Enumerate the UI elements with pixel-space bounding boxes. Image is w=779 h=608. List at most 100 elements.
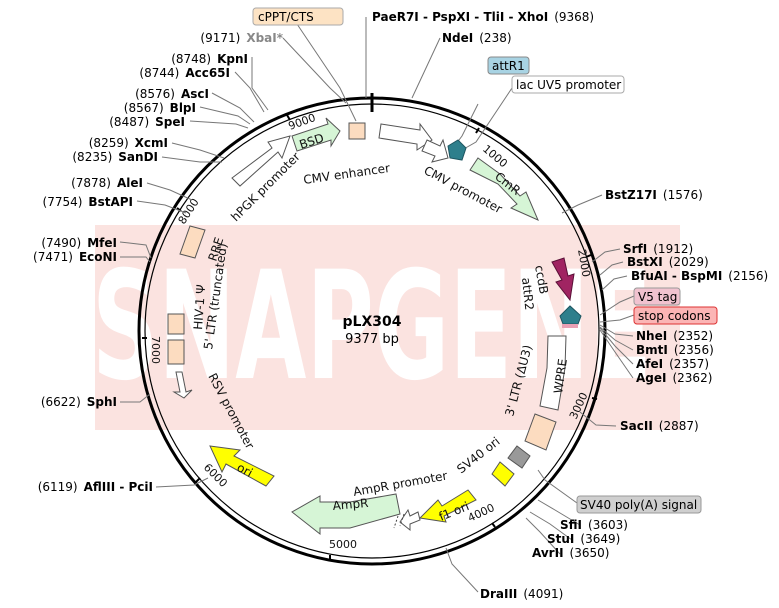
site-avrii-name: AvrII (532, 546, 564, 560)
site-sphi-pos: (6622) (41, 395, 81, 409)
site-bstxi-name: BstXI (627, 255, 663, 269)
site-bstapi-pos: (7754) (43, 195, 83, 209)
site-asci-pos: (8576) (135, 87, 175, 101)
tick-4000: 4000 (466, 501, 497, 525)
site-asci: (8576) AscI (135, 87, 209, 101)
cmv-promoter-arrow (421, 138, 449, 163)
site-spei-pos: (8487) (109, 115, 149, 129)
site-paer7i: PaeR7I - PspXI - TliI - XhoI(9368) (372, 10, 594, 24)
site-acc65i-pos: (8744) (139, 66, 179, 80)
site-kpni-pos: (8748) (171, 52, 211, 66)
bsd-arrow (291, 117, 341, 152)
plasmid-name: pLX304 (343, 314, 402, 330)
site-sacii-name: SacII (620, 419, 653, 433)
hpgk-arrow (231, 135, 291, 187)
site-bstxi-pos: (2029) (669, 255, 709, 269)
plasmid-length: 9377 bp (345, 332, 399, 347)
site-afliii-name: AflIII - PciI (84, 480, 153, 494)
site-draiii: DraIII (4091) (480, 587, 563, 601)
site-agei: AgeI (2362) (636, 371, 712, 385)
site-paer7i-name: PaeR7I - PspXI - TliI - XhoI (372, 10, 548, 24)
cppt-box (252, 7, 344, 26)
attr1-box-label: attR1 (492, 59, 525, 73)
site-sfii: SfiI(3603) (560, 518, 628, 532)
restriction-sites: PaeR7I - PspXI - TliI - XhoI(9368) NdeI(… (33, 10, 768, 601)
site-ndei-name: NdeI (442, 31, 473, 45)
site-kpni: (8748)KpnI (171, 52, 248, 66)
site-stui: StuI(3649) (547, 532, 620, 546)
site-nhei: NheI (2352) (636, 329, 713, 343)
wpre-label: WPRE (551, 358, 570, 395)
site-avrii: AvrII (3650) (532, 546, 609, 560)
site-econi-pos: (7471) (33, 250, 73, 264)
site-bstz17i: BstZ17I(1576) (605, 188, 703, 202)
site-sandi-name: SanDI (118, 150, 158, 164)
site-asci-name: AscI (181, 87, 209, 101)
site-ndei: NdeI(238) (442, 31, 512, 45)
site-alei: (7878) AleI (71, 176, 143, 190)
stopcodons-box (633, 306, 718, 325)
site-srfi-name: SrfI (623, 242, 647, 256)
site-sandi-pos: (8235) (72, 150, 112, 164)
site-blpi-name: BlpI (170, 101, 196, 115)
sv40-ori-feature (507, 445, 531, 469)
site-mfei-name: MfeI (87, 236, 117, 250)
site-afei: AfeI (2357) (636, 357, 709, 371)
site-sphi-name: SphI (87, 395, 117, 409)
site-xcmi-pos: (8259) (89, 136, 129, 150)
tick-7000: 7000 (149, 336, 162, 364)
site-nhei-pos: (2352) (673, 329, 713, 343)
ori-arrow (209, 445, 275, 487)
site-bstz17i-pos: (1576) (663, 188, 703, 202)
site-bfuai-name: BfuAI - BspMI (631, 269, 722, 283)
lacuv5-box (511, 75, 625, 94)
site-xcmi-name: XcmI (135, 136, 168, 150)
site-stui-name: StuI (547, 532, 574, 546)
tick-5000: 5000 (329, 538, 357, 551)
site-agei-name: AgeI (636, 371, 666, 385)
site-sacii: SacII(2887) (620, 419, 699, 433)
ampr-promoter-arrow (399, 508, 421, 532)
site-bfuai: BfuAI - BspMI(2156) (631, 269, 768, 283)
cppt-box-label: cPPT/CTS (258, 10, 314, 24)
site-acc65i-name: Acc65I (185, 66, 230, 80)
site-bmti: BmtI(2356) (636, 343, 714, 357)
site-mfei-pos: (7490) (41, 236, 81, 250)
site-alei-pos: (7878) (71, 176, 111, 190)
site-afei-pos: (2357) (669, 357, 709, 371)
site-nhei-name: NheI (636, 329, 667, 343)
site-xcmi: (8259) XcmI (89, 136, 168, 150)
site-srfi-pos: (1912) (653, 242, 693, 256)
v5tag-feature (562, 324, 578, 328)
hiv-psi-feature (167, 313, 185, 335)
site-bstapi-name: BstAPI (88, 195, 133, 209)
site-bstapi: (7754) BstAPI (43, 195, 133, 209)
hiv-psi-label: HIV-1 Ψ (191, 284, 208, 330)
site-xbai-pos: (9171) (200, 31, 240, 45)
site-avrii-pos: (3650) (570, 546, 610, 560)
cmv-enhancer-label: CMV enhancer (302, 161, 390, 187)
site-agei-pos: (2362) (672, 371, 712, 385)
site-draiii-name: DraIII (480, 587, 517, 601)
site-sfii-name: SfiI (560, 518, 582, 532)
site-spei-name: SpeI (155, 115, 185, 129)
site-alei-name: AleI (117, 176, 143, 190)
attr1-feature (447, 139, 467, 161)
site-econi: (7471)EcoNI (33, 250, 117, 264)
ccdb-label: ccdB (532, 264, 551, 295)
site-mfei: (7490) MfeI (41, 236, 117, 250)
rre-feature (179, 225, 206, 259)
site-afei-name: AfeI (636, 357, 663, 371)
site-afliii: (6119) AflIII - PciI (38, 480, 153, 494)
site-draiii-pos: (4091) (523, 587, 563, 601)
cmr-arrow (469, 157, 539, 221)
site-afliii-pos: (6119) (38, 480, 78, 494)
site-xbai: (9171)XbaI* (200, 31, 283, 45)
site-bmti-name: BmtI (636, 343, 668, 357)
site-acc65i: (8744) Acc65I (139, 66, 230, 80)
f1-ori-arrow (418, 489, 477, 523)
wpre-feature (539, 335, 567, 411)
ampr-arrow (291, 493, 401, 536)
v5tag-box-label: V5 tag (638, 290, 677, 304)
